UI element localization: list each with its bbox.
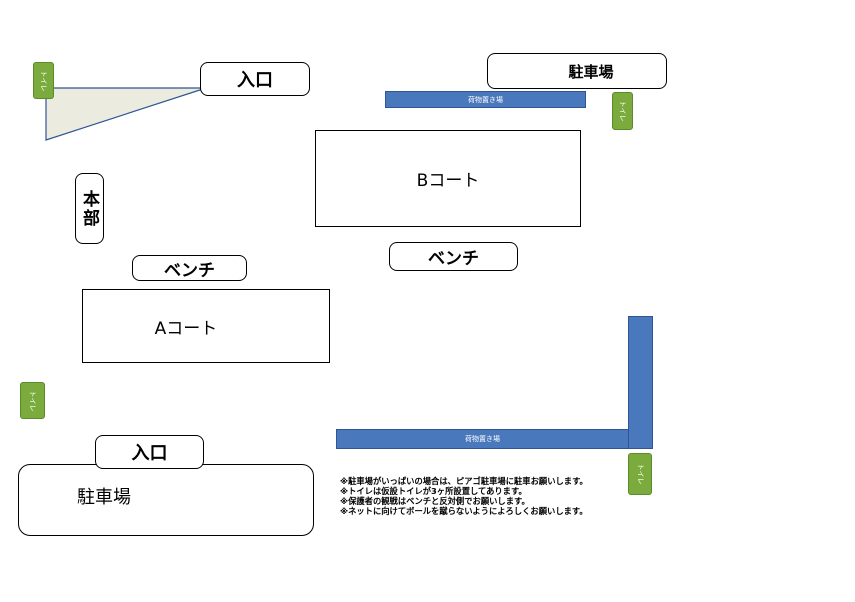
toilet-label: トイレ — [39, 70, 48, 91]
parking-bottom: 駐車場 — [18, 464, 314, 536]
toilet-icon: トイレ — [612, 92, 633, 130]
luggage-area-top: 荷物置き場 — [385, 91, 586, 108]
court-b-label: Bコート — [416, 171, 480, 191]
notes: ※駐車場がいっぱいの場合は、ピアゴ駐車場に駐車お願いします。 ※トイレは仮設トイ… — [340, 476, 588, 516]
toilet-label: トイレ — [636, 463, 644, 485]
bench-b-label: ベンチ — [428, 249, 479, 269]
court-b: Bコート — [315, 130, 581, 227]
toilet-icon: トイレ — [20, 382, 45, 419]
luggage-area-top-label: 荷物置き場 — [468, 95, 503, 104]
note-line: ※保護者の観戦はベンチと反対側でお願いします。 — [340, 496, 530, 506]
toilet-icon: トイレ — [33, 62, 54, 99]
court-a-label: Aコート — [154, 318, 218, 339]
toilet-label: トイレ — [28, 390, 37, 411]
parking-top-label: 駐車場 — [568, 62, 614, 81]
headquarters: 本部 — [75, 173, 104, 244]
entrance-top-label: 入口 — [237, 70, 273, 91]
toilet-label: トイレ — [618, 100, 627, 122]
luggage-area-bottom: 荷物置き場 — [336, 429, 629, 449]
note-line: ※ネットに向けてボールを蹴らないようによろしくお願いします。 — [340, 506, 588, 516]
court-a: Aコート — [82, 289, 330, 363]
entrance-bottom: 入口 — [95, 435, 204, 469]
parking-top: 駐車場 — [487, 53, 667, 89]
note-line: ※トイレは仮設トイレが3ヶ所設置してあります。 — [340, 486, 527, 496]
bench-b: ベンチ — [389, 242, 518, 271]
entrance-bottom-label: 入口 — [131, 443, 168, 464]
toilet-icon: トイレ — [628, 453, 652, 495]
bench-a-label: ベンチ — [164, 260, 215, 281]
headquarters-label: 本部 — [79, 189, 99, 228]
luggage-area-bottom-label: 荷物置き場 — [465, 435, 500, 443]
bench-a: ベンチ — [132, 255, 247, 281]
entrance-top: 入口 — [200, 62, 310, 96]
parking-bottom-label: 駐車場 — [77, 487, 131, 508]
luggage-area-vertical — [628, 316, 653, 449]
note-line: ※駐車場がいっぱいの場合は、ピアゴ駐車場に駐車お願いします。 — [340, 476, 588, 486]
